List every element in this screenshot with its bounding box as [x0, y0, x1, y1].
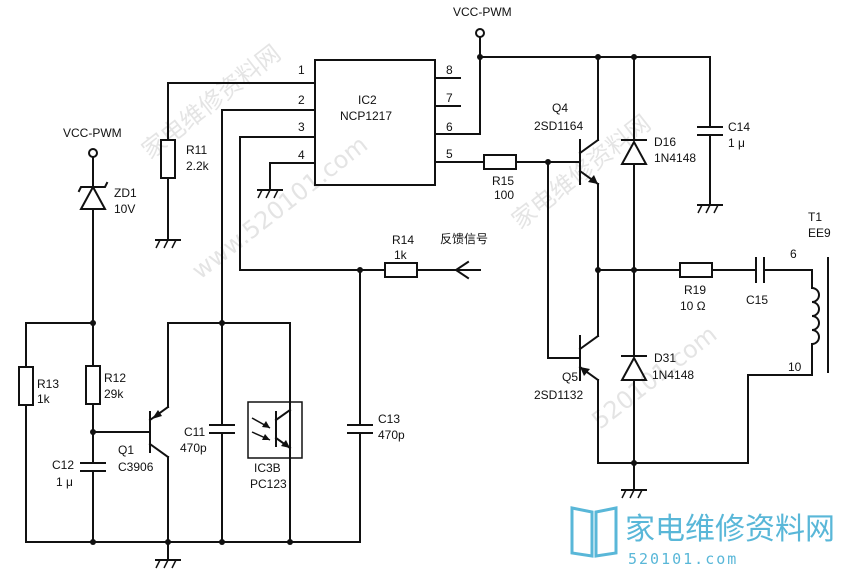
- r19-resistor: [679, 262, 713, 278]
- feedback-arrow-icon: [454, 260, 470, 280]
- d16-part: 1N4148: [654, 151, 696, 165]
- ic2-pin6: 6: [446, 120, 453, 134]
- q4-part: 2SD1164: [534, 119, 583, 133]
- q1-transistor: [148, 322, 170, 561]
- zd1-label: ZD1: [114, 186, 137, 200]
- ic2-name: IC2: [358, 93, 377, 107]
- ic2-ncp1217: IC2 NCP1217 1 2 3 4 8 7 6 5: [269, 59, 481, 186]
- r14-value: 1k: [394, 248, 408, 262]
- r19-label: R19: [684, 283, 706, 297]
- r15-value: 100: [494, 188, 514, 202]
- c12-value: 1 μ: [56, 475, 73, 489]
- ground-symbol-left: [155, 559, 181, 569]
- site-logo-watermark: 家电维修资料网 520101.com: [570, 506, 835, 568]
- r14-resistor: [384, 262, 418, 278]
- ic2-pin3: 3: [298, 120, 305, 134]
- q5-part: 2SD1132: [534, 388, 583, 402]
- c11-label: C11: [184, 425, 205, 439]
- watermark-text-2: www.520101.com: [186, 130, 373, 284]
- ic2-pin4: 4: [298, 148, 305, 162]
- t1-pin10: 10: [788, 360, 802, 374]
- c11-value: 470p: [180, 441, 207, 455]
- vcc-top-terminal: [475, 28, 485, 38]
- ic2-part: NCP1217: [340, 109, 392, 123]
- vcc-top-label: VCC-PWM: [453, 5, 512, 19]
- ic2-pin8: 8: [446, 63, 453, 77]
- r15-resistor: [483, 154, 517, 170]
- feedback-signal-label: 反馈信号: [440, 232, 488, 246]
- logo-text: 家电维修资料网: [625, 512, 835, 547]
- ground-symbol-ic2: [257, 189, 283, 199]
- r13-value: 1k: [37, 392, 51, 406]
- c14-value: 1 μ: [728, 136, 745, 150]
- c13-label: C13: [378, 412, 400, 426]
- c15-label: C15: [746, 293, 768, 307]
- r12-resistor: [85, 365, 101, 405]
- d31-part: 1N4148: [652, 368, 694, 382]
- ic2-pin1: 1: [298, 63, 305, 77]
- q5-label: Q5: [562, 370, 578, 384]
- zd1-zener-diode: [77, 181, 109, 210]
- q4-transistor: [578, 56, 600, 271]
- r13-resistor: [18, 366, 34, 406]
- ic2-pin7: 7: [446, 91, 453, 105]
- t1-pin6: 6: [790, 247, 797, 261]
- r19-value: 10 Ω: [680, 299, 706, 313]
- ground-symbol-r11: [155, 239, 181, 249]
- ic2-pin5: 5: [446, 147, 453, 161]
- r12-label: R12: [104, 371, 126, 385]
- zd1-value: 10V: [114, 202, 135, 216]
- vcc-left-label: VCC-PWM: [63, 126, 122, 140]
- r12-value: 29k: [104, 387, 124, 401]
- ic2-body: [314, 59, 436, 186]
- ic3b-label: IC3B: [254, 461, 281, 475]
- r13-label: R13: [37, 377, 59, 391]
- q5-transistor: [578, 269, 600, 464]
- q1-part: C3906: [118, 460, 154, 474]
- t1-part: EE9: [808, 226, 831, 240]
- q1-label: Q1: [118, 443, 134, 457]
- r15-label: R15: [492, 174, 514, 188]
- r11-label: R11: [186, 143, 207, 157]
- c13-value: 470p: [378, 428, 405, 442]
- ic2-pin2: 2: [298, 93, 305, 107]
- t1-label: T1: [808, 210, 822, 224]
- ic3b-pc123-optocoupler: [247, 401, 303, 459]
- vcc-left-terminal: [88, 148, 98, 158]
- d16-label: D16: [654, 135, 676, 149]
- t1-transformer: [810, 257, 829, 373]
- c14-label: C14: [728, 120, 750, 134]
- c12-label: C12: [52, 458, 74, 472]
- r11-value: 2.2k: [186, 159, 210, 173]
- watermark-text-1: 家电维修资料网: [136, 39, 286, 164]
- ground-symbol-c14: [697, 204, 723, 214]
- book-icon: [570, 506, 618, 558]
- d31-label: D31: [654, 351, 676, 365]
- ground-symbol-right: [621, 489, 647, 499]
- ic3b-part: PC123: [250, 477, 287, 491]
- r14-label: R14: [392, 233, 414, 247]
- logo-url: 520101.com: [628, 550, 738, 568]
- q4-label: Q4: [552, 101, 568, 115]
